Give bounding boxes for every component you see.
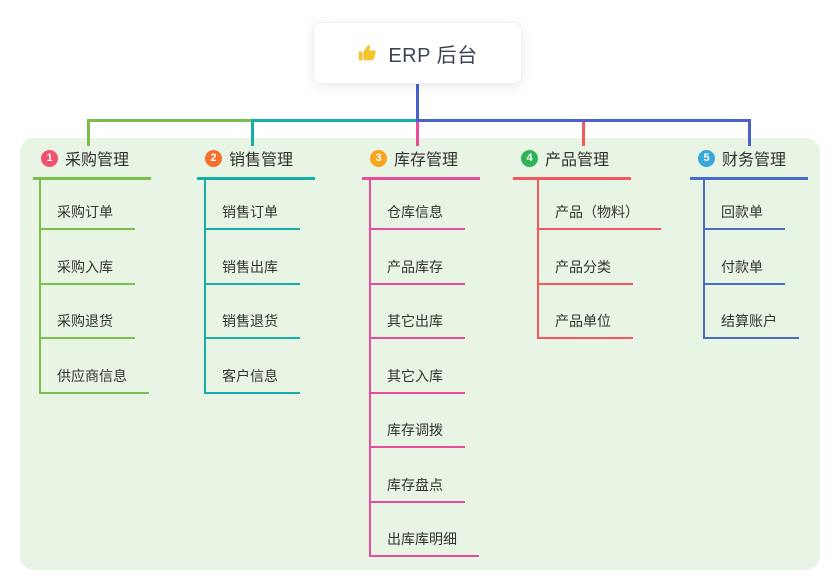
node-stock-transfer[interactable]: 库存调拨 [371,394,465,448]
branch-label: 采购管理 [65,152,130,169]
branch-number-badge: 2 [205,149,222,167]
node-purchase-order[interactable]: 采购订单 [41,180,135,230]
node-customer-info[interactable]: 客户信息 [206,339,300,394]
node-sales-order[interactable]: 销售订单 [206,180,300,230]
branch-finance-children: 回款单 付款单 结算账户 [703,180,808,339]
connector-drop-branch2 [251,119,254,146]
node-outbound-detail[interactable]: 出库库明细 [371,503,479,557]
branch-number-badge: 4 [521,149,538,167]
connector-drop-branch4 [582,122,585,146]
node-other-inbound[interactable]: 其它入库 [371,339,465,394]
branch-purchase: 1 采购管理 采购订单 采购入库 采购退货 供应商信息 [33,146,152,394]
node-payment-doc[interactable]: 付款单 [705,230,785,285]
connector-drop-branch5 [748,119,751,146]
branch-inventory: 3 库存管理 仓库信息 产品库存 其它出库 其它入库 库存调拨 库存盘点 出库库… [362,146,481,557]
connector-bus-branch2 [251,119,419,122]
branch-product-header[interactable]: 4 产品管理 [513,146,632,180]
branch-purchase-header[interactable]: 1 采购管理 [33,146,152,180]
node-other-outbound[interactable]: 其它出库 [371,285,465,339]
node-product-category[interactable]: 产品分类 [539,230,633,285]
branch-purchase-children: 采购订单 采购入库 采购退货 供应商信息 [39,180,151,394]
connector-root-vertical [416,82,419,122]
node-supplier-info[interactable]: 供应商信息 [41,339,149,394]
branch-number-badge: 5 [698,149,715,167]
branch-finance-header[interactable]: 5 财务管理 [690,146,809,180]
node-warehouse-info[interactable]: 仓库信息 [371,180,465,230]
node-stock-count[interactable]: 库存盘点 [371,448,465,503]
node-sales-outbound[interactable]: 销售出库 [206,230,300,285]
node-settlement-account[interactable]: 结算账户 [705,285,799,339]
connector-bus-branch1 [87,119,254,122]
branch-label: 财务管理 [722,152,787,169]
root-node-label: ERP 后台 [388,44,478,67]
branch-label: 产品管理 [545,152,610,169]
branch-number-badge: 3 [370,149,387,167]
branch-sales-header[interactable]: 2 销售管理 [197,146,316,180]
branch-product-children: 产品（物料） 产品分类 产品单位 [537,180,661,339]
node-receipt-doc[interactable]: 回款单 [705,180,785,230]
branch-finance: 5 财务管理 回款单 付款单 结算账户 [690,146,809,339]
thumbs-up-icon [357,42,379,64]
connector-bus-branch5 [416,119,751,122]
connector-drop-branch1 [87,119,90,146]
branch-inventory-children: 仓库信息 产品库存 其它出库 其它入库 库存调拨 库存盘点 出库库明细 [369,180,480,557]
branch-product: 4 产品管理 产品（物料） 产品分类 产品单位 [513,146,661,339]
branch-sales: 2 销售管理 销售订单 销售出库 销售退货 客户信息 [197,146,316,394]
branch-label: 库存管理 [394,152,459,169]
node-product-material[interactable]: 产品（物料） [539,180,661,230]
branch-sales-children: 销售订单 销售出库 销售退货 客户信息 [204,180,315,394]
node-purchase-inbound[interactable]: 采购入库 [41,230,135,285]
node-product-stock[interactable]: 产品库存 [371,230,465,285]
branch-label: 销售管理 [229,152,294,169]
connector-drop-branch3 [416,122,419,146]
node-purchase-return[interactable]: 采购退货 [41,285,135,339]
root-node-erp[interactable]: ERP 后台 [313,22,522,84]
branch-number-badge: 1 [41,149,58,167]
node-sales-return[interactable]: 销售退货 [206,285,300,339]
node-product-unit[interactable]: 产品单位 [539,285,633,339]
branch-inventory-header[interactable]: 3 库存管理 [362,146,481,180]
mindmap-canvas-panel [20,138,820,570]
